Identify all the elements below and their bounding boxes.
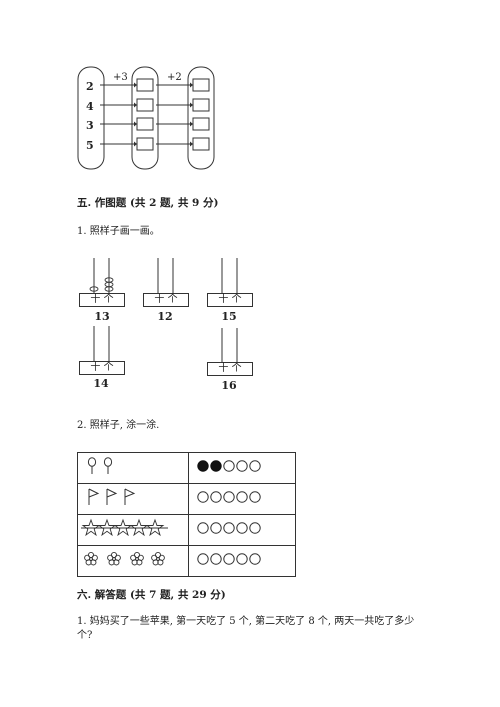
- table-row: [77, 483, 296, 515]
- abacus-15-label: 15: [221, 310, 237, 323]
- flow-input-1: 2: [86, 80, 94, 93]
- table-row: [77, 452, 296, 484]
- abacus-bead: [104, 286, 114, 292]
- flowers-circles[interactable]: [188, 545, 296, 577]
- flow-op-2: +2: [167, 72, 182, 83]
- abacus-14-rods: [93, 326, 110, 361]
- balloons-circles[interactable]: [188, 452, 296, 484]
- flags-circles[interactable]: [188, 483, 296, 515]
- section6-q1-line1: 1. 妈妈买了一些苹果, 第一天吃了 5 个, 第二天吃了 8 个, 两天一共吃…: [77, 616, 415, 627]
- flag-icons: [88, 488, 136, 505]
- flower-icons: [84, 551, 165, 566]
- abacus-bead: [89, 286, 99, 292]
- abacus-16-box: 十 个: [207, 362, 253, 376]
- abacus-14-box: 十 个: [79, 361, 125, 375]
- abacus-16-label: 16: [221, 379, 237, 392]
- star-icons: [81, 518, 168, 537]
- section6-q1-line2: 个?: [77, 630, 93, 641]
- section6-heading: 六. 解答题 (共 7 题, 共 29 分): [77, 589, 226, 601]
- stars-cell: [77, 514, 189, 546]
- flowers-cell: [77, 545, 189, 577]
- flags-cell: [77, 483, 189, 515]
- balloons-cell: [77, 452, 189, 484]
- abacus-13-label: 13: [94, 310, 110, 323]
- abacus-12-label: 12: [157, 310, 173, 323]
- stars-circles[interactable]: [188, 514, 296, 546]
- abacus-15-rods: [221, 258, 238, 293]
- flow-op-1: +3: [113, 72, 128, 83]
- abacus-14-label: 14: [93, 377, 109, 390]
- balloon-icons: [87, 457, 113, 474]
- table-row: [77, 545, 296, 577]
- flow-input-2: 4: [86, 100, 94, 113]
- abacus-13-box: 十 个: [79, 293, 125, 307]
- section5-q1: 1. 照样子画一画。: [77, 226, 160, 237]
- abacus-16-rods: [221, 328, 238, 363]
- section5-heading: 五. 作图题 (共 2 题, 共 9 分): [77, 197, 219, 209]
- abacus-12-rods: [157, 258, 174, 293]
- abacus-15-box: 十 个: [207, 293, 253, 307]
- flow-input-3: 3: [86, 119, 94, 132]
- table-row: [77, 514, 296, 546]
- flow-diagram: [77, 66, 215, 170]
- flow-input-4: 5: [86, 139, 94, 152]
- coloring-table: [77, 452, 296, 577]
- abacus-12-box: 十 个: [143, 293, 189, 307]
- abacus-13-rods: [89, 258, 114, 293]
- section5-q2: 2. 照样子, 涂一涂.: [77, 420, 160, 431]
